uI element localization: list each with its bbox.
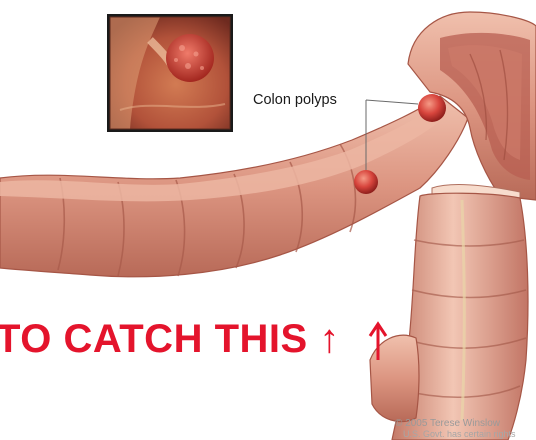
endoscopy-inset xyxy=(107,14,233,132)
transverse-colon xyxy=(0,96,468,277)
credit-line-1: © 2005 Terese Winslow xyxy=(395,418,500,429)
credit-line-2: U.S. Govt. has certain rights xyxy=(403,429,516,439)
colon-polyps-label: Colon polyps xyxy=(253,92,337,108)
headline-text: TO CATCH THIS ↑ xyxy=(0,317,340,362)
polyp-lower xyxy=(354,170,378,194)
polyp-upper xyxy=(418,94,446,122)
